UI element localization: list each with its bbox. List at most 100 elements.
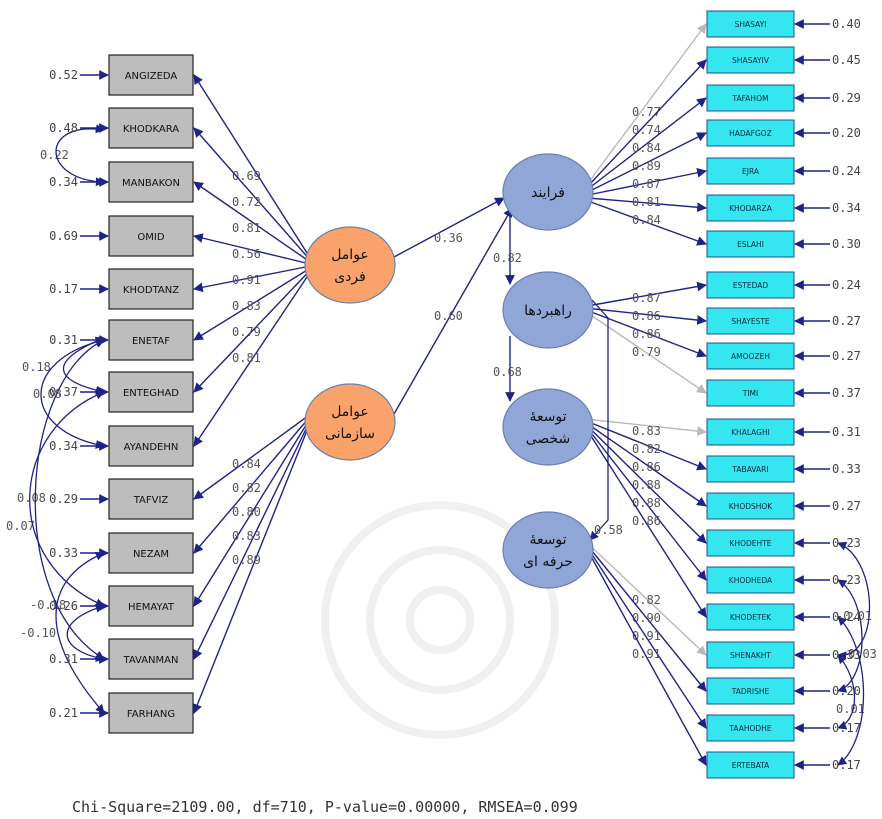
loading-arrow xyxy=(193,275,309,447)
loading-arrow xyxy=(587,197,707,213)
error-variance-label: 0.17 xyxy=(832,758,861,772)
indicator-box xyxy=(706,418,795,446)
indicator-box xyxy=(706,641,795,669)
error-variance-label: 0.69 xyxy=(49,229,78,243)
loading-arrow xyxy=(589,554,707,766)
loading-label: 0.87 xyxy=(632,177,661,191)
loading-label: 0.86 xyxy=(632,327,661,341)
covariance-arc xyxy=(29,390,105,607)
path-coefficient: 0.68 xyxy=(493,365,522,379)
indicator-label: HEMAYAT xyxy=(128,602,175,613)
indicator-label: TAFAHOM xyxy=(732,94,769,103)
loading-label: 0.82 xyxy=(632,442,661,456)
loading-label: 0.82 xyxy=(232,481,261,495)
loading-label: 0.91 xyxy=(632,647,661,661)
loading-arrow xyxy=(193,418,309,554)
latent-label: توسعهٔ xyxy=(529,532,566,548)
loading-arrow xyxy=(589,421,707,471)
error-variance-label: 0.37 xyxy=(832,386,861,400)
loading-arrow xyxy=(589,431,707,581)
loading-arrow xyxy=(589,544,707,656)
covariance-label: 0.22 xyxy=(40,148,69,162)
indicator-label: TIMI xyxy=(742,389,758,398)
error-variance-label: 0.52 xyxy=(49,68,78,82)
loading-arrow xyxy=(589,313,707,394)
indicator-box xyxy=(108,215,194,257)
indicator-label: SHASAYIV xyxy=(732,56,770,65)
path-coefficient: 0.58 xyxy=(594,523,623,537)
latent-label: عوامل xyxy=(331,247,369,263)
covariance-arc xyxy=(837,654,856,730)
error-variance-label: 0.29 xyxy=(49,492,78,506)
indicator-box xyxy=(706,379,795,407)
indicator-label: KHODKARA xyxy=(123,124,179,135)
indicator-box xyxy=(706,566,795,594)
indicator-label: KHODHEDA xyxy=(729,576,773,585)
indicator-label: KHODETEK xyxy=(730,613,772,622)
loading-label: 0.56 xyxy=(232,247,261,261)
error-variance-label: 0.26 xyxy=(49,599,78,613)
loading-arrow xyxy=(589,307,707,325)
latent-variable-individual xyxy=(304,226,396,304)
indicator-box xyxy=(706,492,795,520)
error-variance-label: 0.29 xyxy=(832,91,861,105)
indicator-box xyxy=(706,119,795,147)
structural-path xyxy=(589,299,609,541)
covariance-label: 0.07 xyxy=(6,519,35,533)
loading-arrow xyxy=(193,233,309,265)
indicator-box xyxy=(108,161,194,203)
error-variance-label: 0.21 xyxy=(49,706,78,720)
error-variance-label: 0.27 xyxy=(832,349,861,363)
covariance-arc xyxy=(66,603,105,662)
indicator-label: TAFVIZ xyxy=(133,495,169,506)
indicator-box xyxy=(108,268,194,310)
loading-arrow xyxy=(193,268,309,341)
indicator-box xyxy=(706,271,795,299)
structural-path xyxy=(393,197,505,258)
loading-arrow xyxy=(589,548,707,692)
loading-label: 0.88 xyxy=(632,496,661,510)
indicator-box xyxy=(706,751,795,779)
latent-variable-organizational xyxy=(304,383,396,461)
indicator-label: ANGIZEDA xyxy=(125,71,178,82)
indicator-label: ESTEDAD xyxy=(733,281,769,290)
indicator-label: KHODARZA xyxy=(729,204,773,213)
indicator-label: ESLAHI xyxy=(737,240,764,249)
covariance-arc xyxy=(837,616,865,766)
loading-label: 0.80 xyxy=(232,505,261,519)
loading-label: 0.79 xyxy=(632,345,661,359)
loading-label: 0.72 xyxy=(232,195,261,209)
loading-arrow xyxy=(193,272,309,393)
loading-label: 0.86 xyxy=(632,514,661,528)
error-variance-label: 0.24 xyxy=(832,278,861,292)
indicator-box xyxy=(706,230,795,258)
loading-arrow xyxy=(587,167,707,196)
indicator-label: NEZAM xyxy=(133,549,169,560)
loading-arrow xyxy=(587,200,707,246)
loading-arrow xyxy=(193,265,309,293)
indicator-box xyxy=(108,692,194,734)
indicator-box xyxy=(108,478,194,520)
loading-label: 0.86 xyxy=(632,460,661,474)
loading-arrow xyxy=(589,281,707,307)
indicator-label: ERTEBATA xyxy=(732,761,770,770)
path-coefficient: 0.60 xyxy=(434,309,463,323)
indicator-label: SHAYESTE xyxy=(731,317,770,326)
indicator-box xyxy=(706,10,795,38)
indicator-label: AYANDEHN xyxy=(124,442,179,453)
indicator-label: OMID xyxy=(137,232,164,243)
indicator-box xyxy=(108,425,194,467)
loading-arrow xyxy=(192,427,309,714)
latent-label: توسعهٔ xyxy=(529,409,566,425)
indicator-box xyxy=(108,638,194,680)
loading-label: 0.88 xyxy=(632,478,661,492)
covariance-arc xyxy=(837,579,863,693)
error-variance-label: 0.31 xyxy=(49,333,78,347)
loading-arrow xyxy=(193,127,309,258)
covariance-arc xyxy=(837,541,871,661)
loading-label: 0.90 xyxy=(632,611,661,625)
loading-arrow xyxy=(587,132,707,193)
indicator-label: TADRISHE xyxy=(731,687,770,696)
loading-arrow xyxy=(589,424,707,507)
